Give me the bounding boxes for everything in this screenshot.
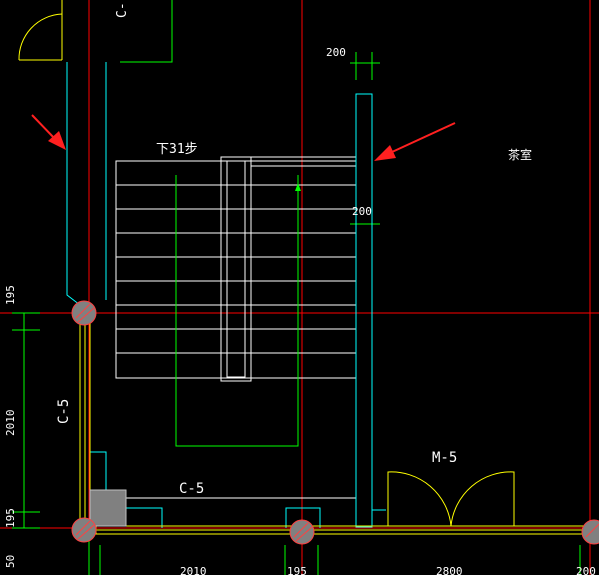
dim-label-left-195: 195 — [4, 285, 17, 305]
stair-outline — [115, 160, 357, 379]
dim-label-top: 200 — [326, 46, 346, 59]
window-label-bottom: C-5 — [179, 481, 204, 497]
window-top-line — [120, 0, 173, 63]
stair-walk-arrowhead — [295, 183, 301, 191]
room-name: 茶室 — [508, 147, 532, 162]
stair-walk-line — [175, 175, 299, 447]
column-hatch — [289, 519, 315, 545]
column-fill — [89, 489, 127, 527]
dim-label-left-bottom: 195 — [4, 508, 17, 528]
columns — [71, 300, 599, 545]
window-label-left: C-5 — [56, 399, 72, 424]
labels: C- 下31步 茶室 200 200 195 2010 195 50 C-5 C… — [4, 2, 596, 575]
dim-label-mid: 200 — [352, 205, 372, 218]
annotation-arrows — [31, 114, 456, 161]
dim-label-bottom-2800: 2800 — [436, 565, 463, 575]
dim-label-left-50: 50 — [4, 555, 17, 568]
wall-bottom-cyan — [90, 451, 107, 490]
column-hatch — [71, 300, 97, 326]
stair-treads — [116, 184, 356, 354]
dimensions — [12, 0, 581, 575]
stair-note: 下31步 — [156, 142, 198, 157]
window-label-top: C- — [115, 2, 130, 18]
arrow-right — [374, 122, 456, 161]
stair-handrail-outer — [220, 156, 252, 382]
wall-right-column — [355, 93, 373, 528]
door-label: M-5 — [432, 450, 457, 466]
arrow-left — [31, 114, 66, 150]
column-hatch — [581, 519, 599, 545]
stair-handrail-inner — [226, 160, 246, 378]
door-m5-right-leaf — [450, 471, 515, 527]
dim-label-bottom-195: 195 — [287, 565, 307, 575]
wall-bottom-inner — [119, 490, 357, 506]
walls — [66, 62, 386, 528]
wall-bottom-cyan — [126, 507, 163, 528]
stair — [115, 156, 357, 506]
dim-label-bottom-2010: 2010 — [180, 565, 207, 575]
dim-label-bottom-200: 200 — [576, 565, 596, 575]
door-m5-left-leaf — [387, 471, 452, 527]
wall-bottom-cyan — [285, 507, 321, 528]
wall-left-outer — [66, 62, 81, 306]
door-swing-top — [18, 13, 63, 61]
dim-label-left-2010: 2010 — [4, 410, 17, 437]
column-hatch — [71, 517, 97, 543]
